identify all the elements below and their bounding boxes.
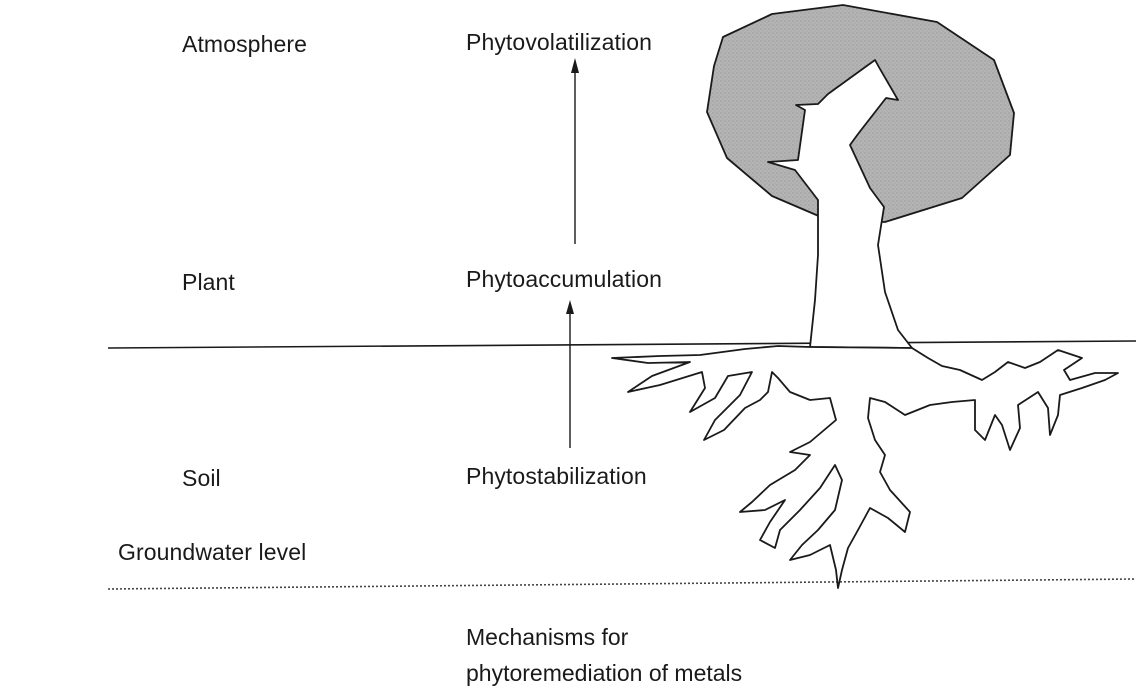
arrowhead-volatilization bbox=[571, 58, 579, 73]
groundwater-line bbox=[108, 579, 1136, 589]
layer-label-plant: Plant bbox=[182, 271, 235, 294]
layer-label-atmosphere: Atmosphere bbox=[182, 33, 307, 56]
mechanism-label-stabilization: Phytostabilization bbox=[466, 465, 647, 488]
figure-caption: Mechanisms for phytoremediation of metal… bbox=[466, 619, 742, 691]
arrowhead-accumulation bbox=[566, 300, 574, 314]
caption-line-1: Mechanisms for bbox=[466, 619, 742, 655]
layer-label-groundwater: Groundwater level bbox=[118, 541, 306, 564]
tree-roots bbox=[612, 346, 1118, 588]
mechanism-label-volatilization: Phytovolatilization bbox=[466, 31, 652, 54]
ground-surface-line bbox=[108, 341, 1136, 348]
caption-line-2: phytoremediation of metals bbox=[466, 655, 742, 691]
layer-label-soil: Soil bbox=[182, 467, 221, 490]
mechanism-label-accumulation: Phytoaccumulation bbox=[466, 268, 662, 291]
